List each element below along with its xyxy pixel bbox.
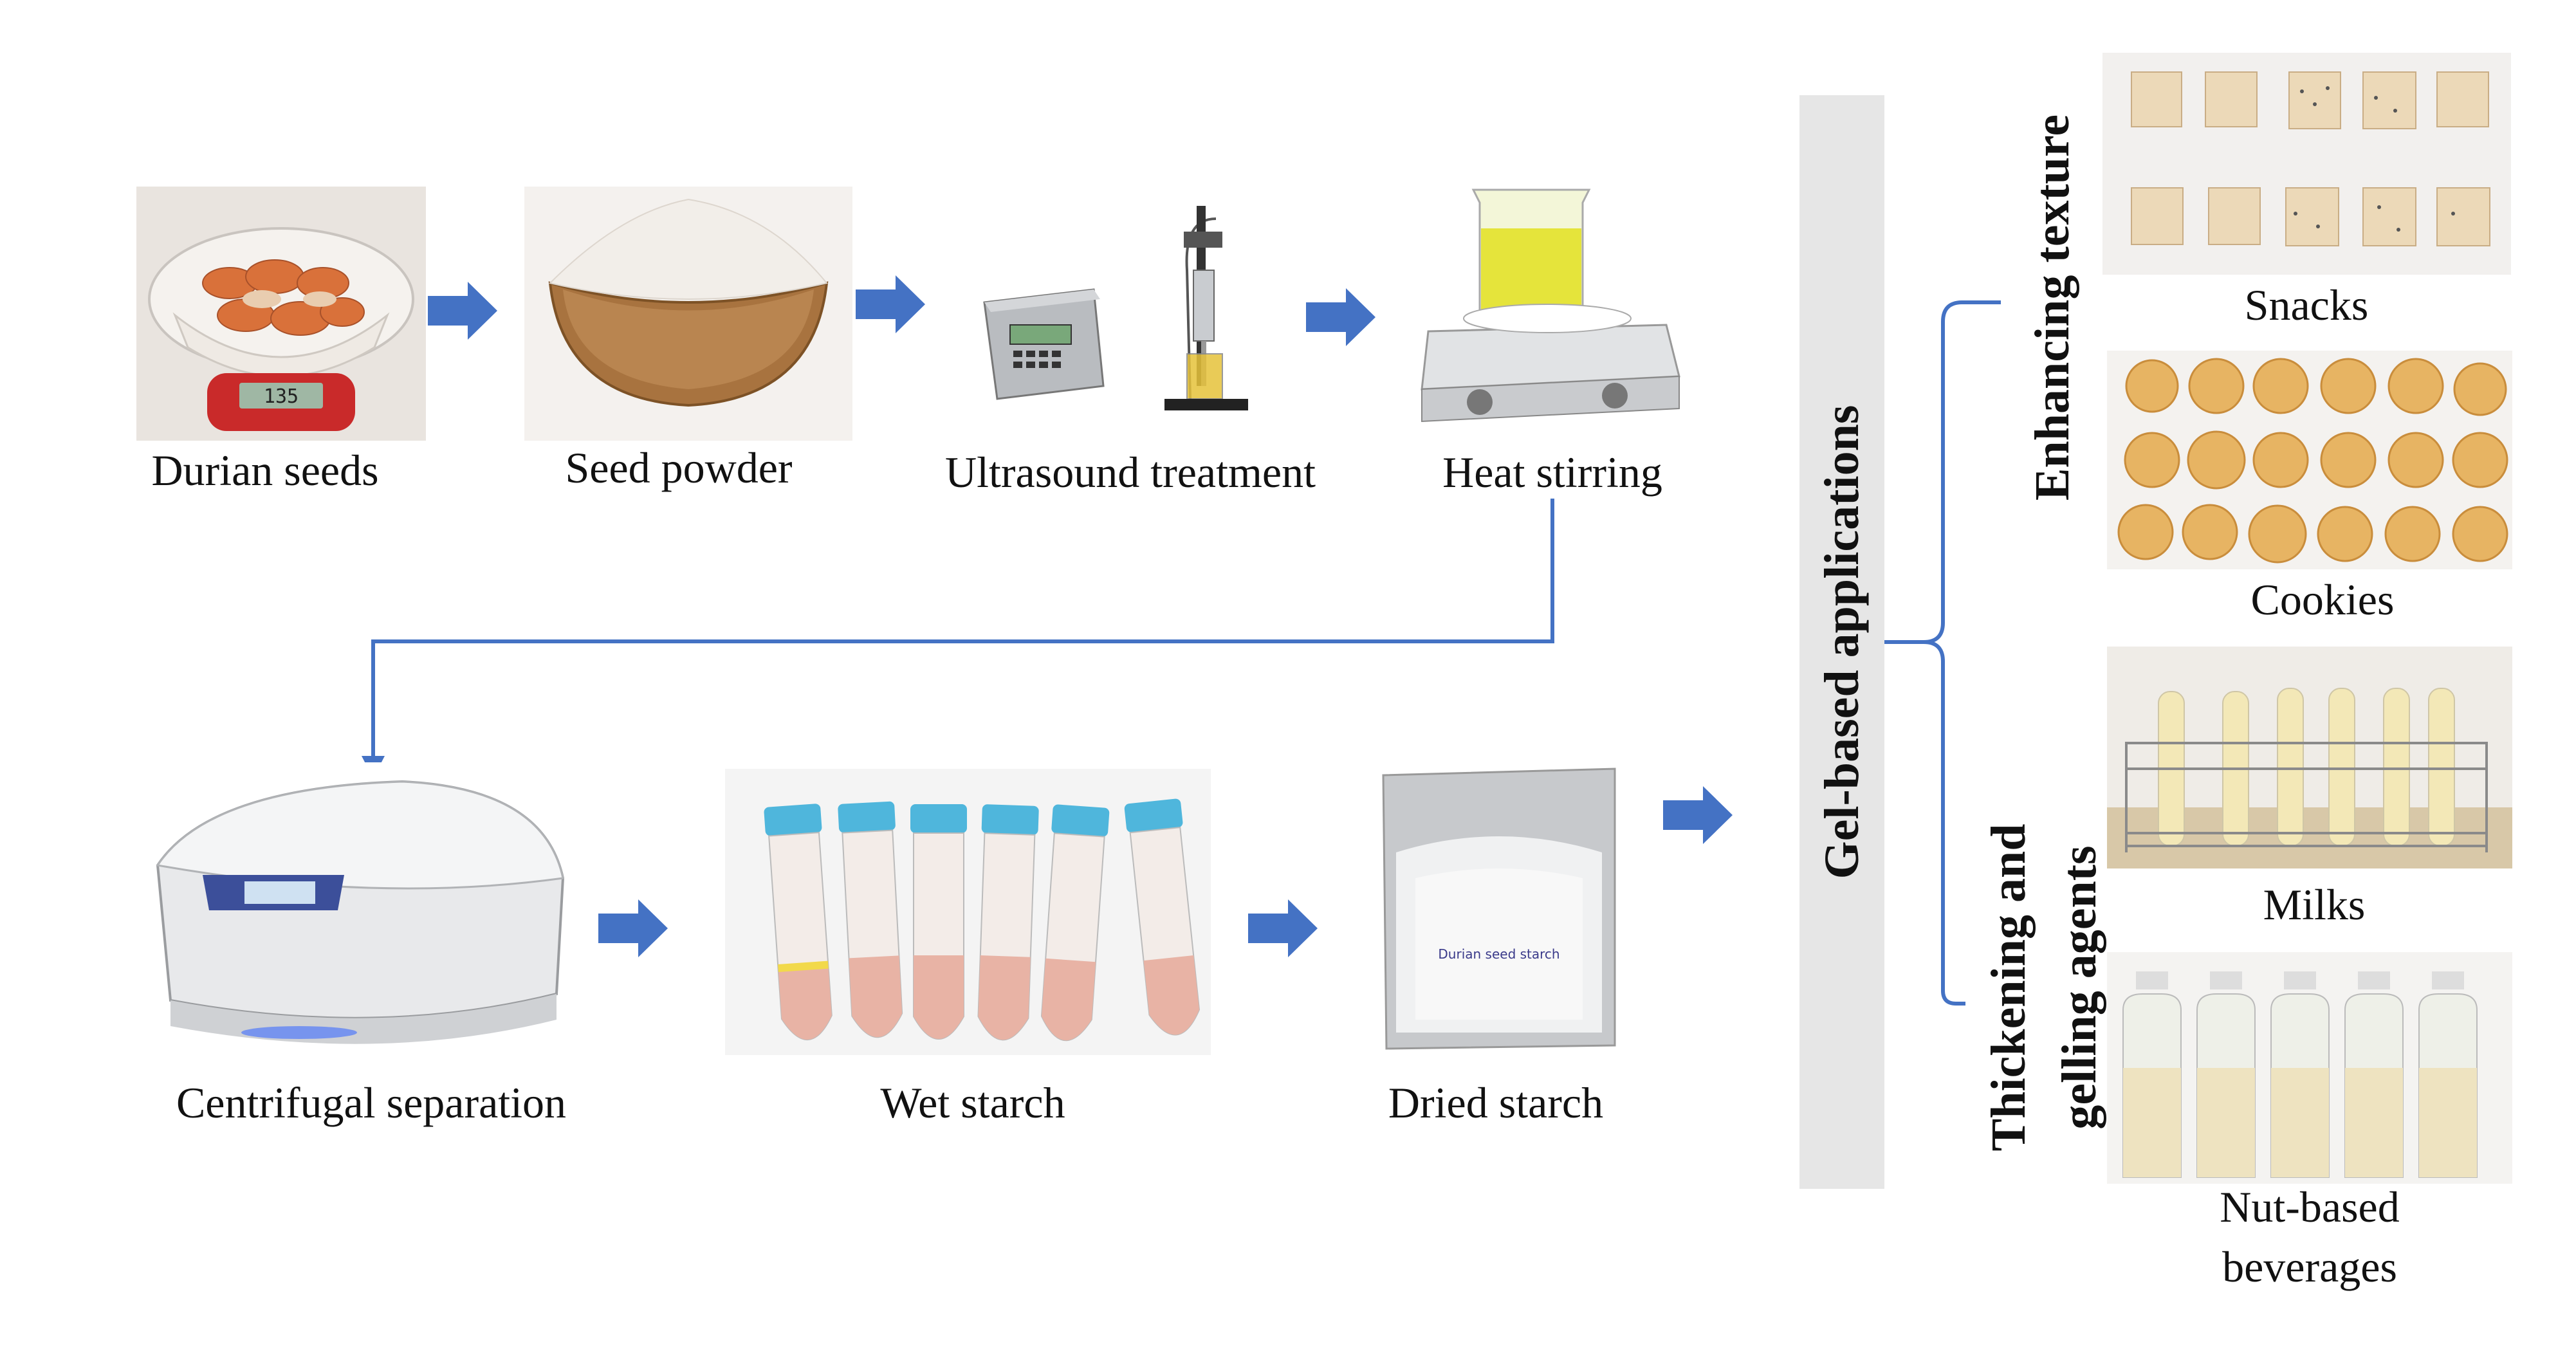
seed-powder-label: Seed powder <box>565 443 793 492</box>
cookies-photo <box>2107 351 2512 569</box>
nut-beverages-label-line1: Nut-based <box>2220 1182 2400 1231</box>
bag-label: Durian seed starch <box>1438 946 1559 962</box>
durian-seeds-photo: 135 <box>136 187 426 441</box>
snacks-photo <box>2102 53 2511 275</box>
thickening-label-line1: Thickening and <box>1982 823 2036 1152</box>
centrifugal-separation-label: Centrifugal separation <box>176 1078 567 1127</box>
wet-starch-photo <box>725 769 1211 1055</box>
milks-label: Milks <box>2263 880 2366 929</box>
cookies-label: Cookies <box>2250 575 2395 624</box>
snacks-label: Snacks <box>2244 280 2369 329</box>
dried-starch-label: Dried starch <box>1388 1078 1604 1127</box>
applications-title: Gel-based applications <box>1815 405 1869 879</box>
milks-photo <box>2107 647 2512 868</box>
wet-starch-label: Wet starch <box>880 1078 1065 1127</box>
thickening-label-line2: gelling agents <box>2052 845 2106 1130</box>
scale-display: 135 <box>264 385 299 408</box>
durian-seeds-label: Durian seeds <box>151 446 379 495</box>
dried-starch-bag-photo: Durian seed starch <box>1377 762 1621 1055</box>
centrifuge-photo <box>132 762 576 1065</box>
heat-stirring-label: Heat stirring <box>1442 448 1662 497</box>
arrow-right-icon <box>1306 288 1375 346</box>
seed-powder-photo <box>524 187 852 441</box>
ultrasound-device-photo <box>939 193 1280 444</box>
nut-beverages-photo <box>2107 952 2512 1184</box>
enhancing-texture-label: Enhancing texture <box>2025 114 2079 501</box>
heat-stirring-photo <box>1409 183 1692 441</box>
nut-beverages-label-line2: beverages <box>2222 1242 2397 1291</box>
arrow-right-icon <box>428 282 497 340</box>
applications-bar <box>1799 95 1884 1189</box>
arrow-right-icon <box>598 899 668 957</box>
arrow-right-icon <box>1663 786 1733 844</box>
arrow-right-icon <box>856 275 925 333</box>
arrow-right-icon <box>1248 899 1318 957</box>
ultrasound-treatment-label: Ultrasound treatment <box>945 448 1316 497</box>
